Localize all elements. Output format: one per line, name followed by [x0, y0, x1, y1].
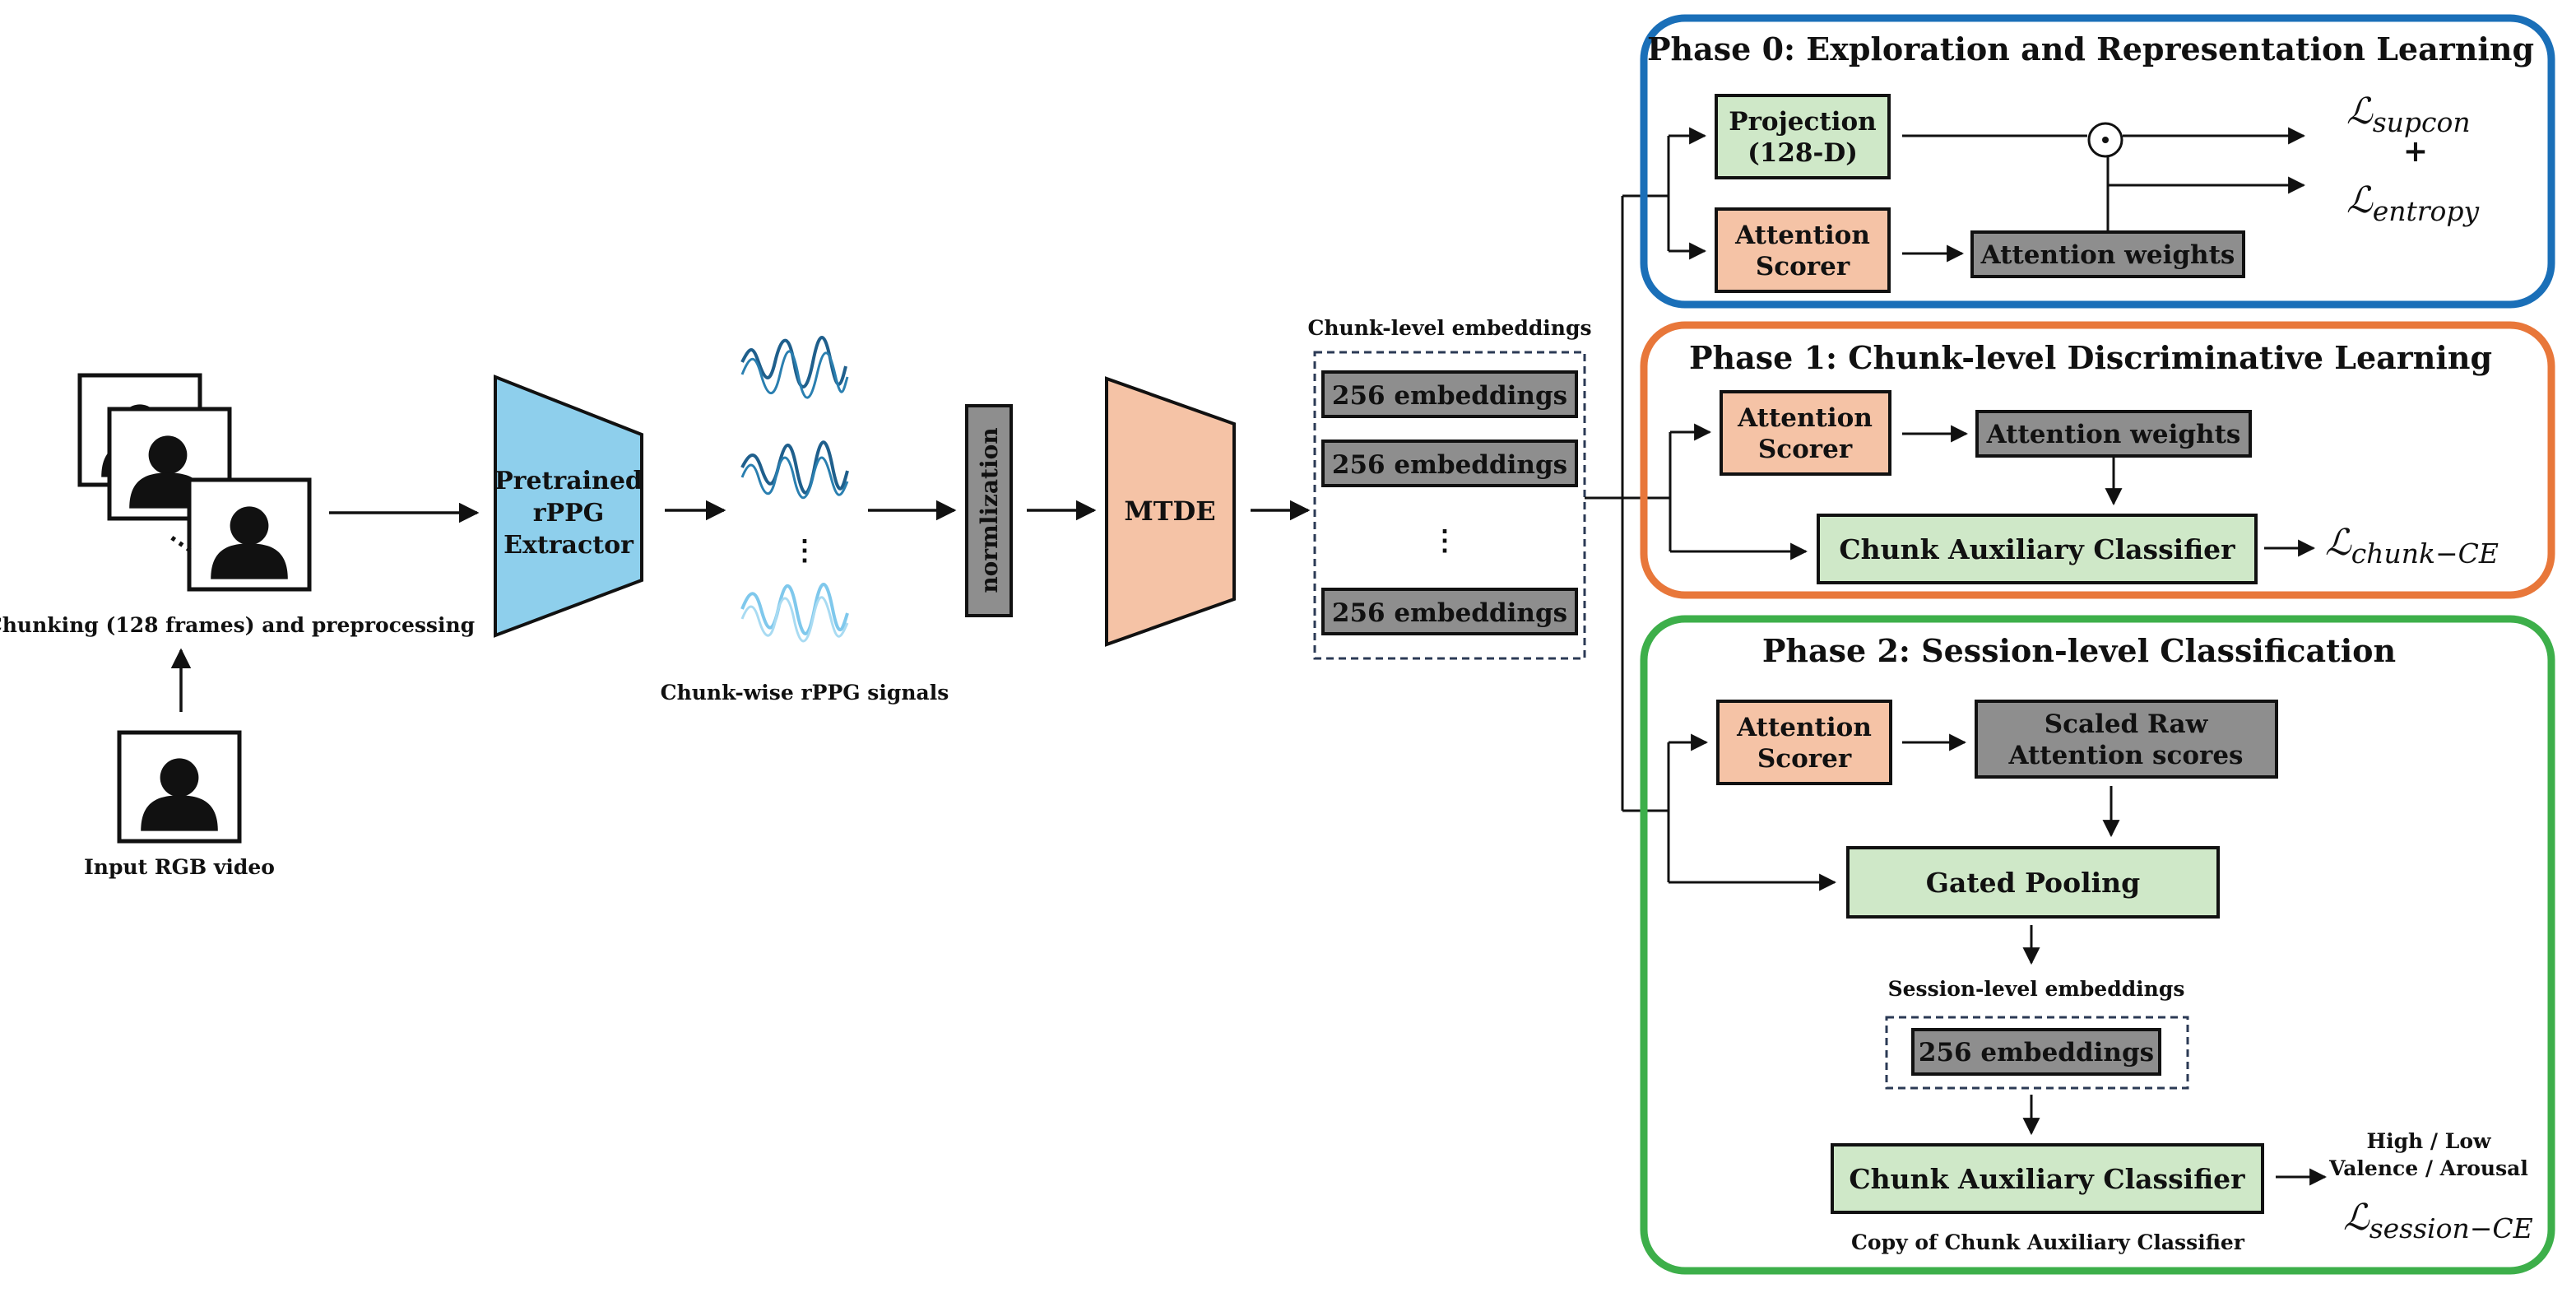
phase0-loss-entropy: ℒentropy — [2346, 179, 2480, 227]
phase1-classifier-box — [1817, 514, 2258, 584]
extractor-line1: Pretrained — [494, 467, 643, 495]
chunk-embeddings-caption: Chunk-level embeddings — [1307, 316, 1591, 340]
extractor-line2: rPPG — [533, 499, 605, 528]
phase1-title: Phase 1: Chunk-level Discriminative Lear… — [1689, 339, 2492, 376]
phase2-scorer-line1: Attention — [1736, 713, 1872, 742]
phase0-frame — [1640, 14, 2555, 309]
chunking-caption: Chunking (128 frames) and preprocessing — [0, 613, 475, 637]
phase2-frame — [1640, 615, 2555, 1275]
phase2-scorer-box — [1716, 700, 1892, 785]
phase2-pooling-label: Gated Pooling — [1926, 867, 2140, 899]
input-video-caption: Input RGB video — [84, 855, 275, 879]
phase0-scorer-line2: Scorer — [1756, 252, 1850, 281]
phase0-plus: + — [2403, 134, 2428, 169]
signals-caption: Chunk-wise rPPG signals — [661, 681, 949, 705]
phase2-scaled-line2: Attention scores — [2007, 741, 2243, 770]
normalization-block — [965, 404, 1013, 617]
phase2-output-line2: Valence / Arousal — [2328, 1156, 2528, 1180]
phase0-title: Phase 0: Exploration and Representation … — [1647, 30, 2534, 67]
phase2-loss-session-ce: ℒsession−CE — [2343, 1197, 2533, 1244]
phase0-loss-supcon: ℒsupcon — [2346, 91, 2471, 138]
phase2-classifier-box — [1831, 1143, 2264, 1214]
phase1-weights-label: Attention weights — [1986, 420, 2241, 449]
phase2-classifier-caption: Copy of Chunk Auxiliary Classifier — [1851, 1230, 2245, 1254]
chunk-embedding-label-3: 256 embeddings — [1332, 598, 1567, 628]
signals-ellipsis: ⋮ — [791, 534, 819, 567]
input-video-frame — [117, 730, 242, 844]
chunk-embeddings-ellipsis: ⋮ — [1431, 524, 1459, 557]
phase2-session-caption: Session-level embeddings — [1888, 977, 2185, 1001]
phase2-scaled-line1: Scaled Raw — [2045, 709, 2209, 739]
phase0-scorer-line1: Attention — [1734, 221, 1870, 250]
phase1-weights-box — [1975, 410, 2252, 458]
chunk-embeddings-container — [1313, 351, 1586, 660]
phase1-scorer-line2: Scorer — [1758, 435, 1853, 464]
normalization-label: normlization — [976, 427, 1003, 593]
extractor-line3: Extractor — [504, 531, 634, 560]
phase1-classifier-label: Chunk Auxiliary Classifier — [1839, 533, 2235, 565]
phase2-session-container — [1885, 1016, 2189, 1090]
phase1-scorer-box — [1720, 390, 1891, 476]
phase2-scorer-line2: Scorer — [1757, 744, 1852, 774]
rppg-signal-waves — [740, 336, 849, 643]
phase0-scorer-box — [1715, 207, 1891, 293]
chunk-embedding-label-1: 256 embeddings — [1332, 381, 1567, 411]
phase2-title: Phase 2: Session-level Classification — [1762, 632, 2396, 669]
distribution-bus — [1585, 194, 1670, 812]
rppg-extractor-block — [494, 374, 643, 638]
phase2-session-box — [1911, 1028, 2161, 1076]
input-video-frames-stack: ⋯ — [77, 373, 312, 592]
phase2-scaled-box — [1975, 700, 2278, 779]
phase0-odot-dot — [2102, 137, 2109, 143]
phase1-frame — [1640, 321, 2555, 599]
phase0-weights-label: Attention weights — [1980, 240, 2235, 270]
phase1-scorer-line1: Attention — [1737, 403, 1873, 433]
chunk-embedding-box-2 — [1321, 440, 1578, 487]
phase0-weights-box — [1970, 230, 2245, 278]
phase1-loss-chunk-ce: ℒchunk−CE — [2325, 522, 2499, 570]
phase0-projection-box — [1715, 94, 1891, 179]
phase0-projection-line2: (128-D) — [1748, 138, 1858, 168]
phase2-output-line1: High / Low — [2366, 1129, 2492, 1153]
phase0-projection-line1: Projection — [1729, 107, 1876, 137]
phase2-pooling-box — [1846, 846, 2220, 919]
chunk-embedding-box-1 — [1321, 370, 1578, 418]
chunk-embedding-label-2: 256 embeddings — [1332, 450, 1567, 480]
phase2-classifier-label: Chunk Auxiliary Classifier — [1849, 1163, 2245, 1195]
chunk-embedding-box-3 — [1321, 588, 1578, 635]
phase2-session-label: 256 embeddings — [1919, 1038, 2154, 1067]
mtde-label: MTDE — [1124, 495, 1215, 527]
mtde-block — [1105, 376, 1236, 647]
